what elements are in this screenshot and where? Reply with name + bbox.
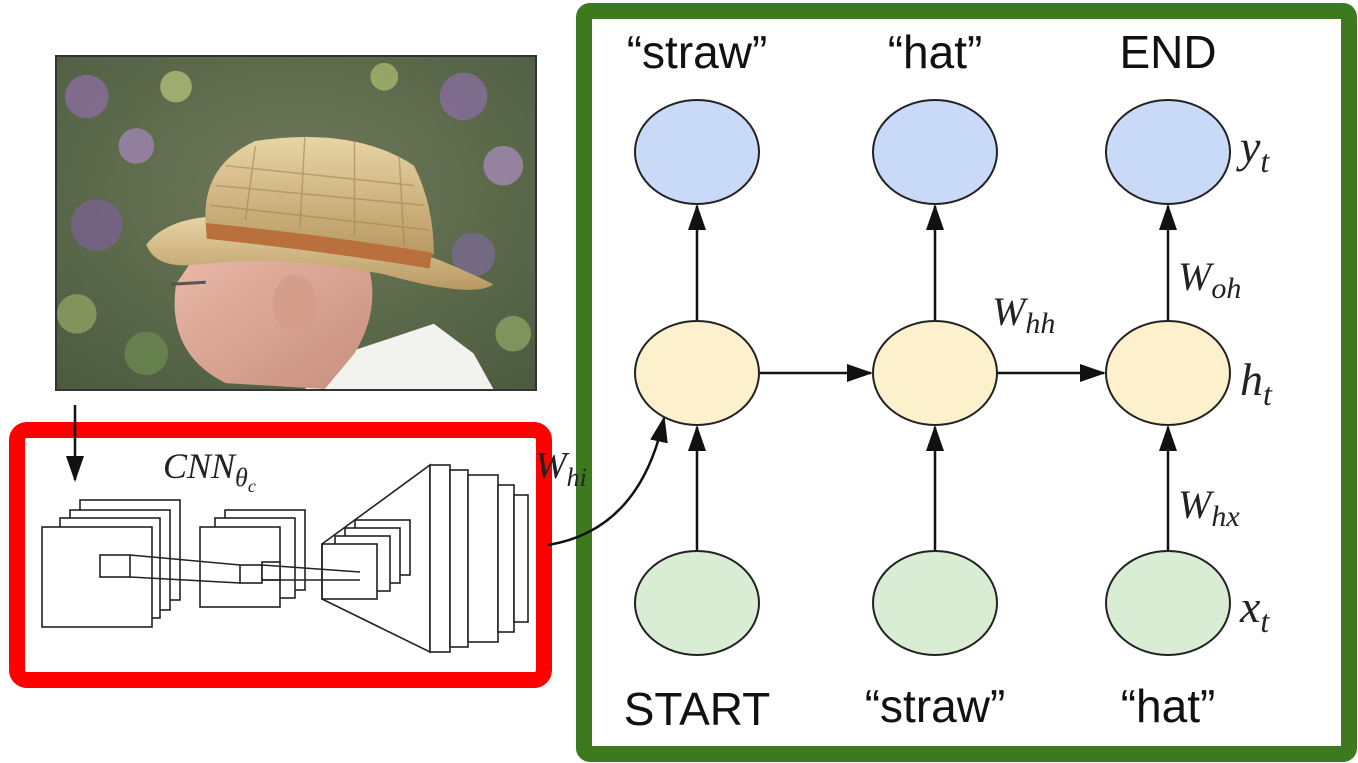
woh-label: Woh — [1178, 254, 1241, 305]
input-photo — [55, 55, 537, 391]
cnn-network-sketch — [41, 463, 529, 654]
output-word-3: END — [1119, 26, 1216, 78]
whh-label: Whh — [992, 289, 1055, 340]
input-node-2 — [872, 550, 998, 656]
cnn-frame — [9, 422, 552, 688]
input-node-1 — [634, 550, 760, 656]
input-node-3 — [1105, 550, 1231, 656]
whx-label: Whx — [1178, 482, 1240, 533]
input-word-1: START — [624, 683, 771, 735]
whi-label: Whi — [535, 445, 587, 492]
input-word-2: “straw” — [865, 680, 1006, 732]
output-node-2 — [872, 99, 998, 205]
cnn-to-hidden-arrow — [547, 416, 668, 547]
output-node-3 — [1105, 99, 1231, 205]
output-node-1 — [634, 99, 760, 205]
xt-label: xt — [1239, 581, 1270, 639]
output-word-1: “straw” — [627, 26, 768, 78]
cnn-label: CNNθc — [163, 446, 256, 496]
straw-hat-man-photo — [57, 57, 535, 389]
ht-label: ht — [1240, 354, 1273, 412]
input-word-3: “hat” — [1121, 680, 1216, 732]
hidden-node-2 — [872, 320, 998, 426]
yt-label: yt — [1236, 121, 1270, 179]
output-word-2: “hat” — [888, 26, 983, 78]
hidden-node-3 — [1105, 320, 1231, 426]
hidden-node-1 — [634, 320, 760, 426]
